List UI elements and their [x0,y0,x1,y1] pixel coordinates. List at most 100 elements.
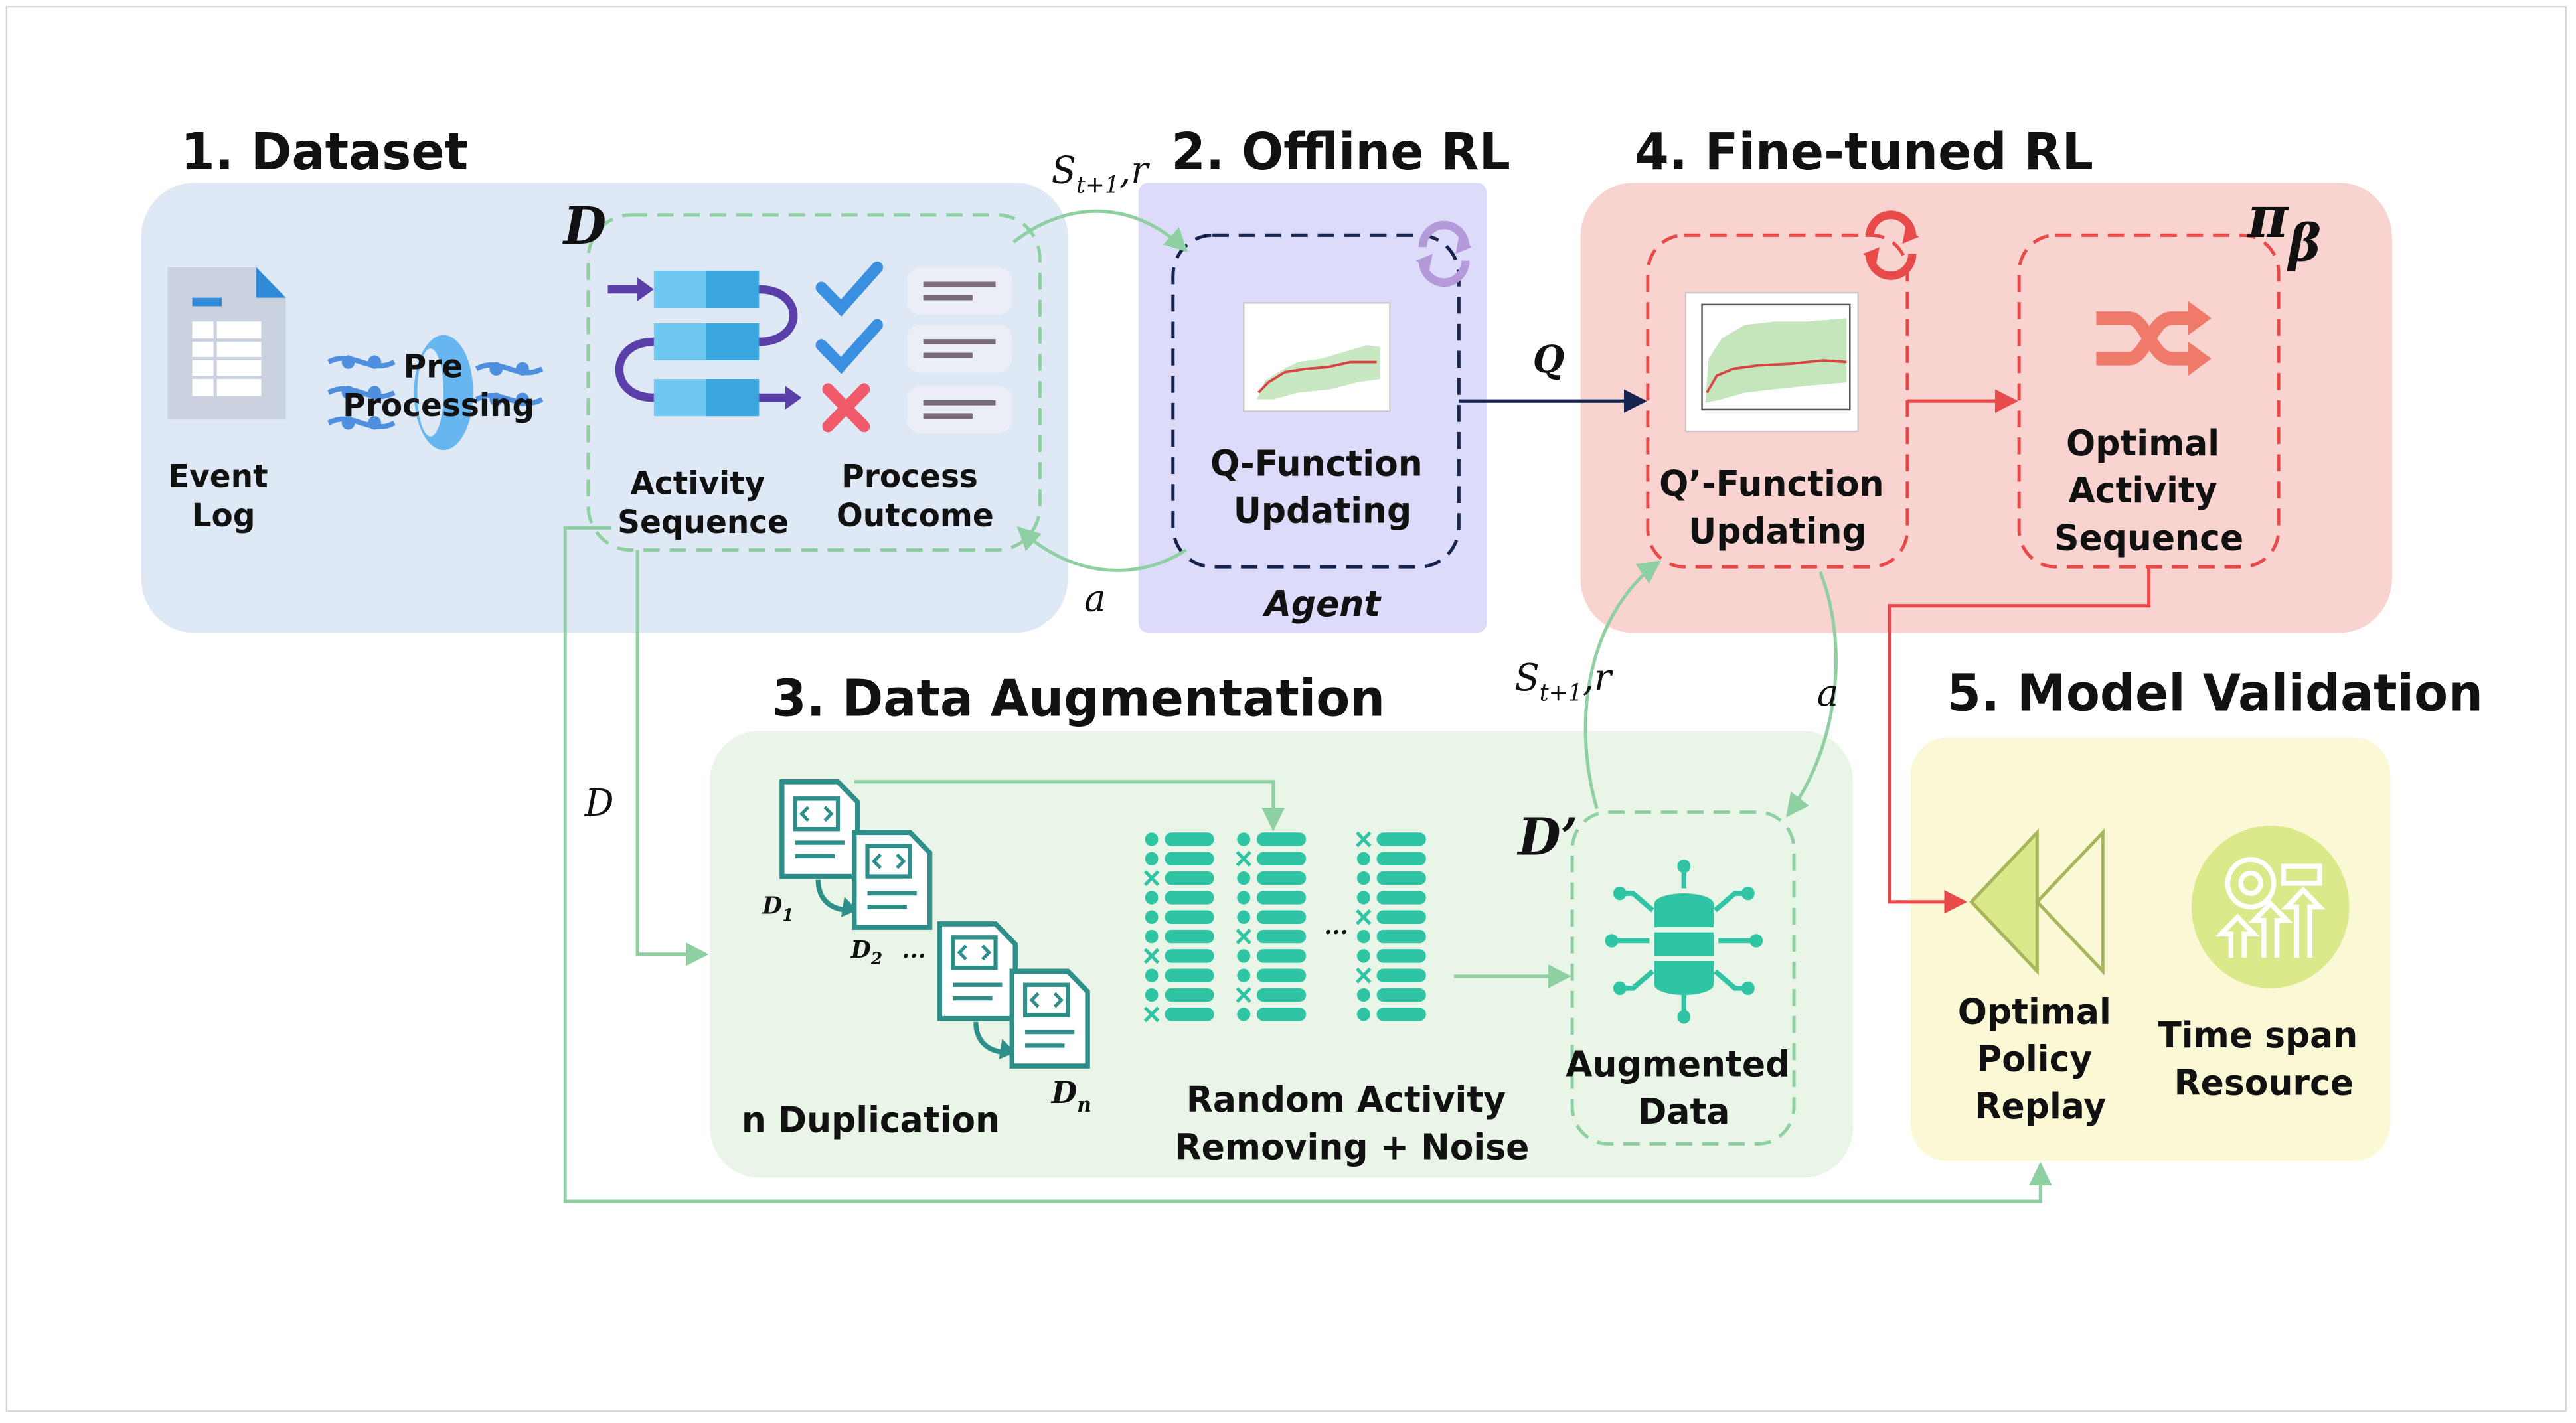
activity-bar [1165,929,1214,944]
activity-bar [1376,929,1426,944]
activity-bar [1165,871,1214,885]
policy-symbol: πβ [2246,184,2321,273]
activity-dot [1237,891,1251,905]
preprocessing-icon [327,335,544,451]
activity-bar [1256,968,1307,982]
activity-dot [1356,891,1370,905]
activity-dot [1356,852,1370,865]
activity-dot [1145,832,1159,846]
flow-dataset-to-validation [563,526,2052,1203]
flow-optimal-to-validation [1888,567,2151,914]
flow-dataset-to-augmentation [635,550,709,966]
d-flow-label: D [584,782,614,825]
activity-bar [1376,871,1426,885]
section-title-augmentation: 3. Data Augmentation [772,668,1385,727]
activity-bar [1376,910,1426,924]
flow-qprime-to-augmented [1786,571,1838,818]
flow-duplication-to-columns [854,780,1285,832]
activity-bar [1376,988,1426,1002]
activity-bar [1165,968,1214,982]
activity-dot [1145,891,1159,905]
activity-bar [1256,929,1307,944]
replay-icon [1969,828,2105,976]
activity-dot [1237,968,1251,982]
activity-bar [1165,910,1214,924]
activity-bar [1165,852,1214,865]
code-file-icon-2 [852,830,933,930]
state-reward-label-top: St+1,r [1052,149,1151,199]
activity-dot [1145,968,1159,982]
optimal-sequence-label: Optimal Activity Sequence [2054,423,2243,559]
activity-bar [1256,949,1307,963]
activity-dot [1356,871,1370,885]
state-reward-label-bottom: St+1,r [1514,656,1613,706]
action-label-bottom: a [1817,672,1838,715]
activity-dot [1356,1008,1370,1021]
removed-activity-mark [1143,870,1160,887]
flow-agent-to-dataset [1016,526,1187,572]
activity-dot [1237,1008,1251,1021]
activity-bar [1165,891,1214,905]
activity-bar [1256,988,1307,1002]
activity-dot [1237,871,1251,885]
flow-augmented-to-qprime [1583,560,1662,810]
augmented-data-label: Augmented Data [1566,1044,1802,1132]
duplication-ellipsis: ... [902,936,926,964]
d-prime-label: D’ [1516,806,1577,866]
augmented-data-dashed-box [1570,810,1796,1146]
activity-bar [1256,1008,1307,1021]
removed-activity-mark [1236,850,1251,867]
activity-bar [1376,1008,1426,1021]
database-network-icon [1605,860,1763,1024]
activity-bar [1376,832,1426,846]
flow-dataset-to-offline [1012,209,1188,252]
activity-sequence-label: Activity Sequence [617,465,789,541]
activity-dot [1237,949,1251,963]
refresh-icon [1416,220,1473,287]
q-function-label: Q-Function Updating [1210,443,1435,532]
process-outcome-icon [815,261,1012,433]
columns-ellipsis: ... [1324,913,1348,940]
activity-dot [1356,988,1370,1002]
section-title-validation: 5. Model Validation [1947,664,2483,723]
activity-bar [1256,852,1307,865]
process-outcome-label: Process Outcome [837,459,994,534]
policy-replay-label: Optimal Policy Replay [1958,992,2123,1128]
removed-activity-mark [1356,967,1372,984]
d1-label: D1 [762,892,793,925]
action-label-top: a [1084,577,1105,621]
activity-bar [1256,891,1307,905]
section-title-finetuned-rl: 4. Fine-tuned RL [1635,122,2093,181]
document-icon [167,267,286,420]
activity-bar [1256,832,1307,846]
activity-dot [1145,852,1159,865]
preprocessing-label: Pre Processing [343,348,534,424]
activity-dot [1356,949,1370,963]
activity-columns [1143,831,1426,1023]
training-curve-finetuned-icon [1684,291,1859,433]
random-removal-label: Random Activity Removing + Noise [1175,1079,1530,1167]
duplication-label: n Duplication [742,1100,1000,1141]
activity-bar [1376,891,1426,905]
code-file-icon-1 [779,779,860,917]
activity-dot [1356,929,1370,944]
activity-bar [1256,871,1307,885]
shuffle-icon [2096,301,2212,376]
activity-bar [1256,910,1307,924]
activity-bar [1165,1008,1214,1021]
removed-activity-mark [1356,831,1372,848]
removed-activity-mark [1143,1006,1160,1023]
activity-bar [1165,949,1214,963]
activity-sequence-icon [607,270,802,417]
training-curve-icon [1242,302,1391,412]
activity-bar [1165,988,1214,1002]
activity-bar [1376,852,1426,865]
agent-label: Agent [1262,583,1382,625]
q-prime-label: Q’-Function Updating [1659,463,1896,552]
activity-dot [1145,929,1159,944]
removed-activity-mark [1143,948,1160,964]
time-resource-label: Time span Resource [2158,1015,2370,1103]
d2-label: D2 [850,936,882,968]
event-log-label: Event Log [168,459,279,534]
activity-dot [1145,988,1159,1002]
